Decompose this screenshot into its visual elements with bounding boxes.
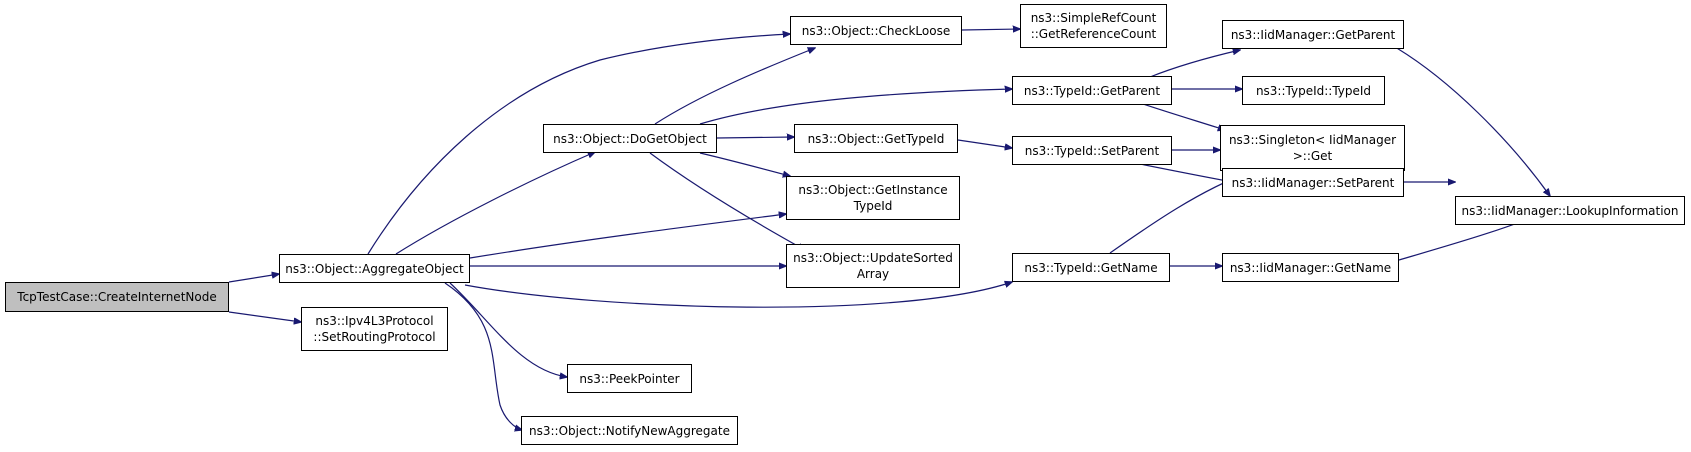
node-tid-typeid[interactable]: ns3::TypeId::TypeId xyxy=(1242,76,1385,105)
node-iid-lookup[interactable]: ns3::IidManager::LookupInformation xyxy=(1455,196,1685,225)
node-tid-getparent[interactable]: ns3::TypeId::GetParent xyxy=(1012,76,1172,105)
edge-root-setrouting xyxy=(228,311,301,322)
edge-dogetobject-updatesorted xyxy=(649,152,805,250)
edge-dogetobject-tid_getparent xyxy=(699,89,1012,125)
node-aggregate[interactable]: ns3::Object::AggregateObject xyxy=(279,254,470,283)
edge-aggregate-notify xyxy=(444,282,522,430)
edge-root-aggregate xyxy=(228,274,279,283)
node-setrouting[interactable]: ns3::Ipv4L3Protocol ::SetRoutingProtocol xyxy=(301,307,448,351)
node-checkloose[interactable]: ns3::Object::CheckLoose xyxy=(790,16,962,45)
node-aggregate-label-0: ns3::Object::AggregateObject xyxy=(285,261,464,276)
node-tid-setparent-label-0: ns3::TypeId::SetParent xyxy=(1024,143,1160,158)
node-updatesorted-label-1: Array xyxy=(856,267,890,281)
node-setrouting-label-0: ns3::Ipv4L3Protocol xyxy=(315,314,434,328)
node-tid-setparent[interactable]: ns3::TypeId::SetParent xyxy=(1012,136,1172,165)
node-getinstance-label-1: TypeId xyxy=(853,199,893,213)
node-gettypeid-label-0: ns3::Object::GetTypeId xyxy=(807,131,945,146)
node-checkloose-label-0: ns3::Object::CheckLoose xyxy=(801,23,951,38)
edge-dogetobject-getinstance xyxy=(699,152,790,176)
edge-tidgetparent-iidgetparent xyxy=(1149,50,1240,78)
node-iid-setparent[interactable]: ns3::IidManager::SetParent xyxy=(1222,168,1404,197)
node-updatesorted[interactable]: ns3::Object::UpdateSorted Array xyxy=(786,244,960,288)
node-singleton-label-1: >::Get xyxy=(1292,149,1333,163)
node-iid-lookup-label-0: ns3::IidManager::LookupInformation xyxy=(1461,203,1679,218)
edge-iidgetparent-iidlookup xyxy=(1394,46,1550,196)
node-iid-getparent-label-0: ns3::IidManager::GetParent xyxy=(1230,27,1396,42)
edge-aggregate-getinstance xyxy=(469,214,786,259)
node-iid-getparent[interactable]: ns3::IidManager::GetParent xyxy=(1222,20,1404,49)
node-notify-label-0: ns3::Object::NotifyNewAggregate xyxy=(529,423,730,438)
edge-tidgetparent-singleton xyxy=(1139,102,1225,130)
edge-aggregate-checkloose xyxy=(367,34,790,255)
node-peekpointer[interactable]: ns3::PeekPointer xyxy=(567,364,692,393)
node-getrefcount-label-0: ns3::SimpleRefCount xyxy=(1030,11,1157,25)
node-updatesorted-label-0: ns3::Object::UpdateSorted xyxy=(793,251,953,265)
node-notify[interactable]: ns3::Object::NotifyNewAggregate xyxy=(521,416,738,445)
node-getinstance-label-0: ns3::Object::GetInstance xyxy=(798,183,948,197)
node-setrouting-label-1: ::SetRoutingProtocol xyxy=(313,330,436,344)
node-singleton-label-0: ns3::Singleton< IidManager xyxy=(1228,133,1397,147)
node-getrefcount-label-1: ::GetReferenceCount xyxy=(1030,27,1157,41)
node-gettypeid[interactable]: ns3::Object::GetTypeId xyxy=(794,124,958,153)
node-tid-getname[interactable]: ns3::TypeId::GetName xyxy=(1012,253,1170,282)
node-dogetobject-label-0: ns3::Object::DoGetObject xyxy=(553,131,707,146)
node-peekpointer-label-0: ns3::PeekPointer xyxy=(579,371,680,386)
node-iid-getname-label-0: ns3::IidManager::GetName xyxy=(1229,260,1392,275)
node-tid-getparent-label-0: ns3::TypeId::GetParent xyxy=(1023,83,1161,98)
node-singleton[interactable]: ns3::Singleton< IidManager >::Get xyxy=(1220,125,1405,171)
node-tid-getname-label-0: ns3::TypeId::GetName xyxy=(1024,260,1158,275)
edge-dogetobject-gettypeid xyxy=(716,137,794,138)
node-tid-typeid-label-0: ns3::TypeId::TypeId xyxy=(1255,83,1372,98)
edge-checkloose-getrefcount xyxy=(961,29,1020,30)
edge-gettypeid-tid_setparent xyxy=(957,139,1012,148)
node-getinstance[interactable]: ns3::Object::GetInstance TypeId xyxy=(786,176,960,220)
node-dogetobject[interactable]: ns3::Object::DoGetObject xyxy=(543,124,717,153)
node-getrefcount[interactable]: ns3::SimpleRefCount ::GetReferenceCount xyxy=(1020,4,1167,48)
edge-aggregate-peekpointer xyxy=(449,282,567,377)
edge-aggregate-dogetobject xyxy=(395,152,595,255)
node-root-label-0: TcpTestCase::CreateInternetNode xyxy=(17,290,217,304)
node-iid-getname[interactable]: ns3::IidManager::GetName xyxy=(1222,253,1399,282)
edge-dogetobject-checkloose xyxy=(654,48,815,125)
node-root[interactable]: TcpTestCase::CreateInternetNode xyxy=(5,282,229,312)
node-iid-setparent-label-0: ns3::IidManager::SetParent xyxy=(1231,175,1395,190)
edge-aggregate-tid_getname xyxy=(464,282,1012,308)
